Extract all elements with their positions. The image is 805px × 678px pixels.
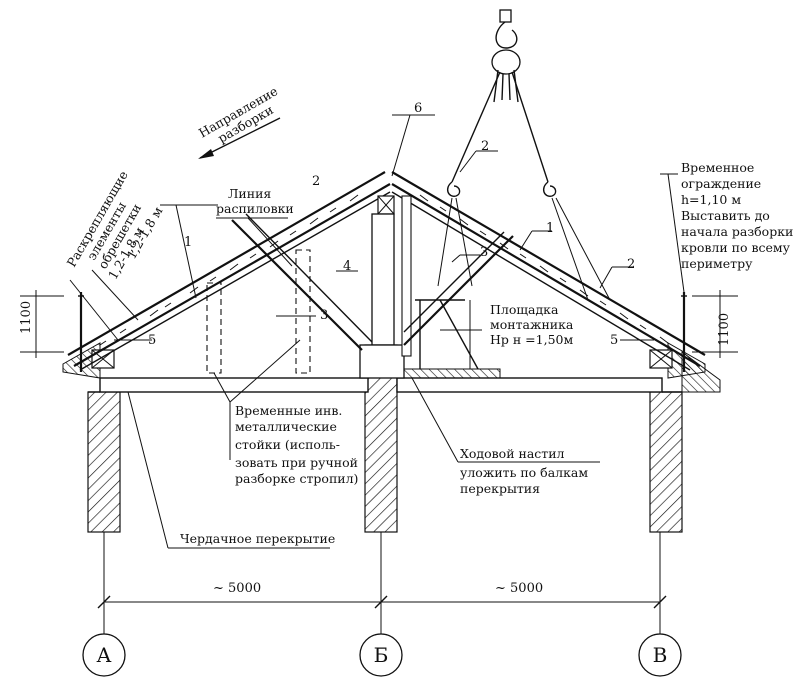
leader-lines (69, 114, 685, 549)
marker-2-top: 2 (481, 139, 489, 154)
temp-posts-line-1: Временные инв. (235, 403, 342, 418)
height-left-value: 1100 (19, 301, 34, 334)
temp-fence-line-1: Временное (681, 160, 754, 175)
temp-posts-line-4: зовать при ручной (235, 455, 358, 470)
temp-fence-line-7: периметру (681, 256, 753, 271)
cut-line-label-2: распиловки (216, 201, 294, 216)
axis-v-label: В (653, 643, 668, 667)
axis-a-label: А (96, 643, 111, 667)
temp-posts-line-2: металлические (235, 419, 337, 434)
ridge-post (359, 213, 405, 379)
temp-fence-line-2: ограждение (681, 176, 761, 191)
marker-5-right: 5 (610, 333, 618, 348)
right-post (401, 195, 412, 357)
dim-text-right: 1100 (717, 313, 732, 346)
dim-text-left: 1100 (19, 301, 34, 334)
walkway-line-3: перекрытия (460, 481, 540, 496)
temp-posts-line-5: разборке стропил) (235, 471, 358, 486)
temp-metal-post-2 (295, 249, 311, 374)
axis-b-label: Б (374, 643, 389, 667)
cut-line-label-1: Линия (228, 186, 271, 201)
label-direction: Направление разборки (196, 83, 280, 145)
marker-5-left: 5 (148, 333, 156, 348)
temp-fence-right (681, 292, 687, 372)
marker-2-left: 2 (312, 174, 320, 189)
marker-3-left: 3 (320, 308, 328, 323)
strut-left (231, 213, 373, 351)
wall-left (87, 391, 121, 533)
walkway-line-2: уложить по балкам (460, 465, 588, 480)
ridge-block (377, 195, 395, 215)
marker-2-right: 2 (627, 257, 635, 272)
axis-marker-v: В (638, 633, 682, 677)
walkway-deck (399, 368, 501, 379)
dimension-span (97, 532, 667, 640)
sling-lower-right (551, 197, 611, 301)
sling-right (511, 71, 557, 197)
platform-line-1: Площадка (490, 302, 559, 317)
temp-fence-line-4: Выставить до (681, 208, 770, 223)
height-right-value: 1100 (717, 313, 732, 346)
dimension-height-left (20, 290, 64, 358)
platform-line-3: Нр н =1,50м (490, 332, 573, 347)
sling-left (446, 71, 501, 197)
span-left-value: ~ 5000 (213, 581, 261, 596)
span-right-value: ~ 5000 (495, 581, 543, 596)
temp-fence-line-5: начала разборки (681, 224, 793, 239)
marker-1-left: 1 (184, 235, 192, 250)
wall-right (649, 391, 683, 533)
marker-6: 6 (414, 101, 422, 116)
sling-lower-left (437, 197, 473, 287)
attic-floor-label: Чердачное перекрытие (180, 531, 335, 546)
crane-hook-icon (491, 9, 521, 103)
marker-4: 4 (343, 259, 351, 274)
walkway-line-1: Ходовой настил (460, 446, 565, 461)
installer-platform (415, 299, 479, 370)
dimension-height-right (692, 290, 738, 358)
axis-marker-b: Б (359, 633, 403, 677)
direction-arrow (198, 117, 281, 159)
marker-1-right: 1 (546, 221, 554, 236)
marker-3-right: 3 (480, 245, 488, 260)
attic-floor-slab (88, 377, 682, 393)
temp-posts-line-3: стойки (исполь- (235, 437, 340, 452)
axis-marker-a: А (82, 633, 126, 677)
lathing-left (99, 194, 359, 346)
temp-fence-line-6: кровли по всему (681, 240, 791, 255)
platform-line-2: монтажника (490, 317, 574, 332)
temp-fence-line-3: h=1,10 м (681, 192, 741, 207)
